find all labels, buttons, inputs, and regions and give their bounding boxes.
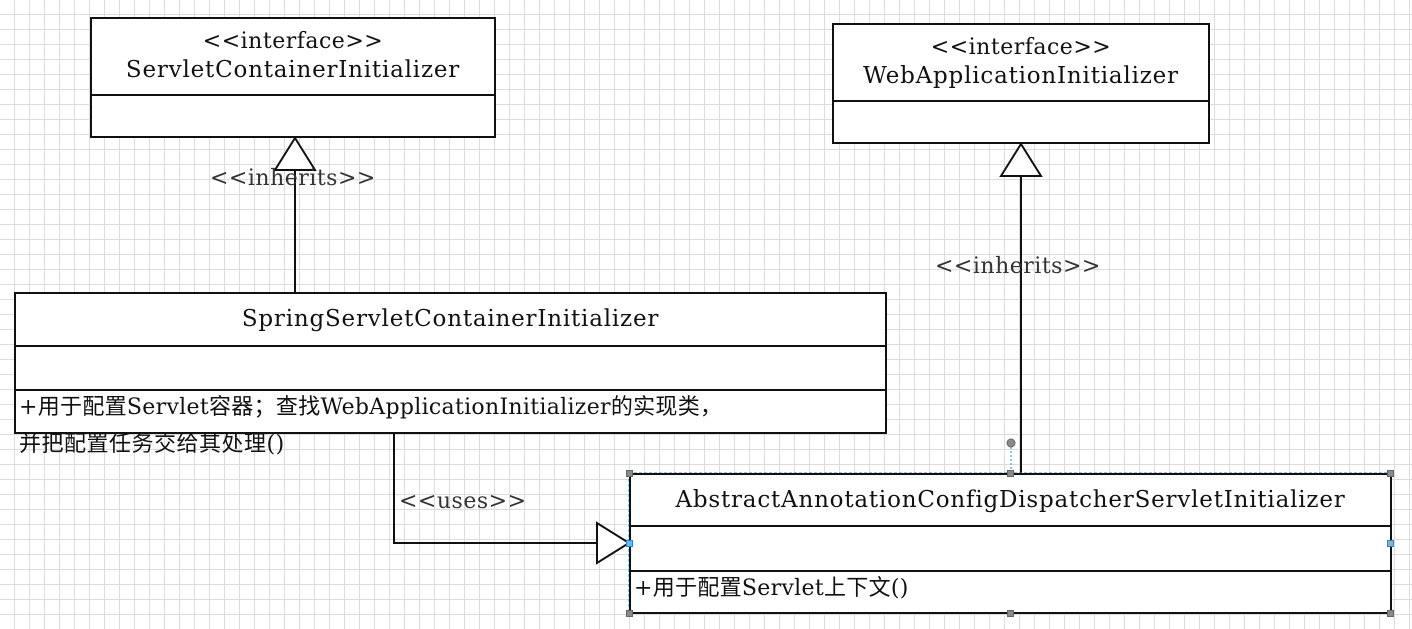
class-header: SpringServletContainerInitializer (16, 294, 885, 347)
class-spring-servlet-container-initializer[interactable]: SpringServletContainerInitializer +用于配置S… (14, 292, 887, 434)
inherits-label-right: <<inherits>> (935, 254, 1101, 279)
class-header: <<interface>> ServletContainerInitialize… (92, 19, 494, 96)
selection-handle-top-right[interactable] (1387, 470, 1394, 477)
class-abstract-annotation-config-dispatcher-servlet-initializer[interactable]: AbstractAnnotationConfigDispatcherServle… (629, 473, 1392, 614)
rotation-handle[interactable] (1006, 438, 1016, 448)
attributes-section (834, 102, 1208, 142)
attributes-section (92, 96, 494, 136)
operation-line: +用于配置Servlet容器；查找WebApplicationInitializ… (19, 395, 723, 420)
class-web-application-initializer[interactable]: <<interface>> WebApplicationInitializer (832, 23, 1210, 144)
class-name: WebApplicationInitializer (863, 62, 1179, 89)
operation-line-overflow: 并把配置任务交给其处理() (19, 432, 285, 457)
selection-handle-middle-right[interactable] (1387, 540, 1394, 547)
selection-handle-bottom-middle[interactable] (1007, 610, 1014, 617)
stereotype-label: <<interface>> (202, 29, 384, 55)
stereotype-label: <<interface>> (930, 35, 1112, 61)
selection-handle-bottom-left[interactable] (626, 610, 633, 617)
uses-arrowhead (596, 521, 631, 565)
class-header: AbstractAnnotationConfigDispatcherServle… (631, 475, 1390, 527)
class-header: <<interface>> WebApplicationInitializer (834, 25, 1208, 102)
class-servlet-container-initializer[interactable]: <<interface>> ServletContainerInitialize… (90, 17, 496, 138)
inherits-arrowhead-right (999, 142, 1043, 177)
uses-label: <<uses>> (399, 489, 527, 514)
selection-handle-top-middle[interactable] (1007, 470, 1014, 477)
class-name: SpringServletContainerInitializer (241, 306, 660, 333)
operations-section: +用于配置Servlet容器；查找WebApplicationInitializ… (16, 391, 885, 432)
attributes-section (16, 347, 885, 391)
inherits-label-left: <<inherits>> (210, 166, 376, 191)
operation-line: +用于配置Servlet上下文() (634, 576, 909, 601)
selection-handle-middle-left[interactable] (626, 540, 633, 547)
uses-line[interactable] (393, 433, 597, 544)
attributes-section (631, 527, 1390, 572)
selection-handle-top-left[interactable] (626, 470, 633, 477)
class-name: AbstractAnnotationConfigDispatcherServle… (675, 486, 1346, 513)
class-name: ServletContainerInitializer (125, 56, 461, 83)
selection-handle-bottom-right[interactable] (1387, 610, 1394, 617)
operations-section: +用于配置Servlet上下文() (631, 572, 1390, 612)
